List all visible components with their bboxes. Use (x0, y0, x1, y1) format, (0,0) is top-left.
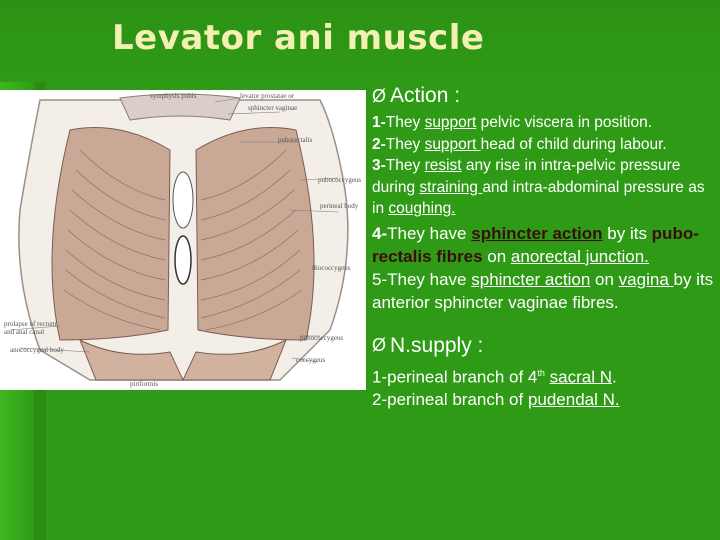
arrow-bullet-icon: Ø (372, 335, 387, 355)
underlined-term: sphincter action (471, 223, 603, 243)
underlined-term: support (424, 114, 477, 131)
point-number: 1- (372, 114, 386, 131)
action-heading: Ø Action : (372, 84, 718, 108)
text-span: pelvic viscera in position. (476, 114, 653, 131)
action-point-1: 1-They support pelvic viscera in positio… (372, 112, 718, 134)
action-point-4: 4-They have sphincter action by its pubo… (372, 222, 718, 268)
text-span: . (612, 367, 617, 387)
label-sphincter-vaginae: sphincter vaginae (248, 104, 297, 112)
arrow-bullet-icon: Ø (372, 85, 387, 106)
label-prolapse-1: prolapse of rectum (4, 320, 57, 328)
levator-ani-illustration: symphysis pubis levator prostatae or sph… (0, 90, 366, 390)
label-levator-prostatae: levator prostatae or (240, 92, 295, 100)
supply-heading: Ø N.supply : (372, 334, 718, 358)
label-symphysis: symphysis pubis (150, 92, 197, 100)
underlined-term: support (424, 135, 481, 153)
text-span: any rise in intra-pelvic pressure during (372, 157, 681, 196)
text-span: by its anterior sphincter vaginae fibres… (372, 269, 714, 312)
text-span: head of child during labour. (480, 135, 667, 153)
text-span: by its (602, 223, 652, 243)
content-panel: Ø Action : 1-They support pelvic viscera… (372, 84, 718, 411)
text-span: on (590, 269, 619, 289)
label-perineal-body: perineal body (320, 202, 359, 210)
action-point-3: 3-They resist any rise in intra-pelvic p… (372, 155, 718, 220)
text-span: They have (387, 223, 472, 243)
action-heading-text: Action : (390, 84, 461, 107)
underlined-term: vagina (618, 269, 674, 289)
label-pubococcygeus-top: pubococcygeus (318, 176, 361, 184)
label-puborectalis: puborectalis (278, 136, 312, 144)
underlined-term: resist (424, 157, 462, 174)
slide-title: Levator ani muscle (112, 18, 485, 58)
label-anococcygeal: anococcygeal body (10, 346, 64, 354)
highlighted-term: pubo-rectalis fibres (372, 223, 699, 266)
text-span: They (385, 157, 425, 174)
underlined-term: straining (419, 178, 483, 196)
supply-line-1: 1-perineal branch of 4th sacral N. (372, 362, 718, 389)
supply-line-2: 2-perineal branch of pudendal N. (372, 388, 718, 411)
supply-heading-text: N.supply : (390, 333, 484, 357)
text-span: 2-perineal branch of (372, 390, 528, 410)
point-number: 4- (372, 223, 388, 243)
point-number: 2- (372, 135, 386, 153)
label-pubococcygeus-low: pubococcygeus (300, 334, 343, 342)
text-span: 5-They have (372, 269, 472, 289)
underlined-term: sphincter action (471, 269, 591, 289)
title-band (0, 0, 720, 82)
underlined-term: sacral N (549, 367, 612, 387)
text-span: 1-perineal branch of 4 (372, 367, 538, 387)
underlined-term: pudendal N. (527, 390, 620, 410)
text-span: They (385, 114, 425, 131)
label-piriformis: piriformis (130, 380, 158, 388)
text-span: and intra-abdominal pressure as in (372, 178, 705, 218)
text-span: on (482, 246, 511, 266)
anatomy-drawing: symphysis pubis levator prostatae or sph… (4, 92, 361, 388)
label-iliococcygeus: iliococcygeus (312, 264, 351, 272)
underlined-term: coughing. (388, 200, 456, 217)
label-prolapse-2: and anal canal (4, 328, 44, 336)
point-number: 3- (372, 157, 386, 174)
action-point-5: 5-They have sphincter action on vagina b… (372, 268, 718, 314)
superscript: th (537, 367, 545, 378)
underlined-term: anorectal junction. (510, 246, 649, 266)
label-coccygeus: coccygeus (296, 356, 325, 364)
text-span: They (385, 135, 425, 153)
action-point-2: 2-They support head of child during labo… (372, 134, 718, 156)
